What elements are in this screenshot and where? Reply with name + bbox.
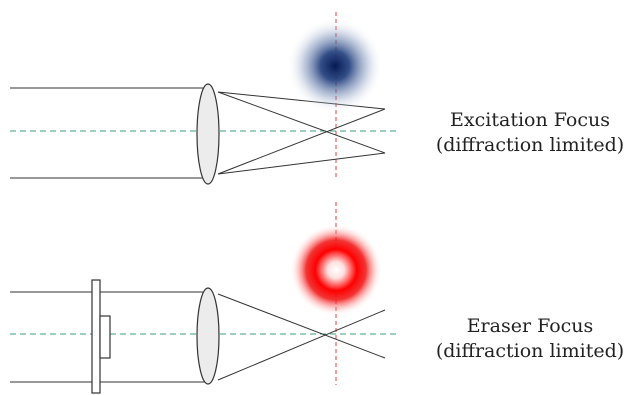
focus-cross-top (217, 91, 386, 154)
eraser-label: Eraser Focus (diffraction limited) (430, 314, 630, 364)
excitation-setup (10, 12, 400, 185)
eraser-focal-spot (290, 224, 382, 316)
focus-cross-top (217, 293, 386, 359)
focus-cross-bottom (217, 108, 386, 175)
focusing-lens (196, 287, 220, 385)
focus-cross-bottom (217, 309, 386, 381)
phase-plate (91, 279, 101, 394)
converging-ray-bottom (217, 152, 386, 175)
eraser-subtitle: (diffraction limited) (435, 340, 625, 362)
excitation-title: Excitation Focus (450, 109, 610, 131)
excitation-focal-spot (287, 18, 383, 114)
excitation-subtitle: (diffraction limited) (435, 134, 625, 156)
eraser-setup (10, 202, 400, 394)
focusing-lens (196, 83, 220, 185)
eraser-title: Eraser Focus (466, 315, 594, 337)
excitation-label: Excitation Focus (diffraction limited) (430, 108, 630, 158)
phase-plate-step (99, 315, 111, 359)
